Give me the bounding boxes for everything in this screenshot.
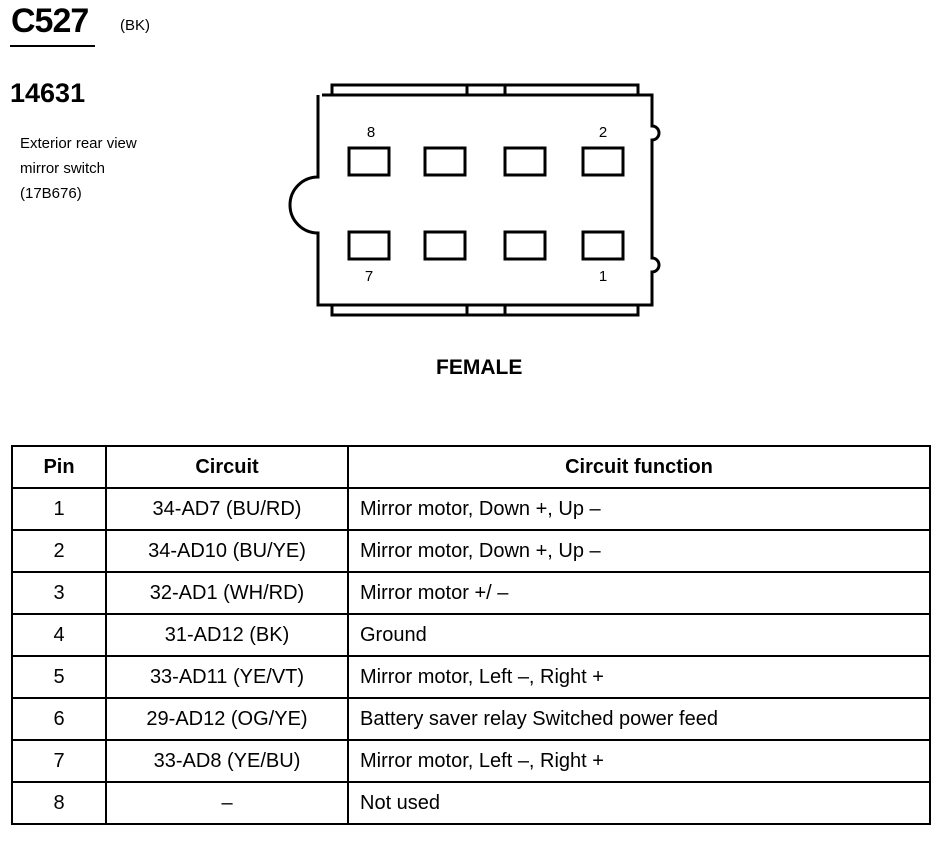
circuit-cell: 31-AD12 (BK)	[105, 613, 349, 657]
circuit-cell: 33-AD8 (YE/BU)	[105, 739, 349, 783]
pin-cell: 5	[11, 655, 107, 699]
table-row: 5 33-AD11 (YE/VT) Mirror motor, Left –, …	[11, 655, 931, 699]
pin-cell: 3	[11, 571, 107, 615]
column-header-circuit-function: Circuit function	[347, 445, 931, 489]
pin-cavity-5	[423, 230, 467, 261]
column-header-circuit: Circuit	[105, 445, 349, 489]
circuit-cell: –	[105, 781, 349, 825]
connector-color-code: (BK)	[120, 17, 150, 34]
pin-cavity-3	[503, 230, 547, 261]
connector-gender: FEMALE	[436, 356, 523, 379]
circuit-function-cell: Mirror motor, Left –, Right +	[347, 739, 931, 783]
part-number: 14631	[10, 78, 86, 108]
pinout-table: Pin Circuit Circuit function 1 34-AD7 (B…	[11, 445, 931, 825]
pin-cell: 4	[11, 613, 107, 657]
pin-cavity-1	[581, 230, 625, 261]
table-row: 8 – Not used	[11, 781, 931, 825]
pin-number-label: 8	[367, 124, 375, 141]
pin-cavity-4	[503, 146, 547, 177]
circuit-cell: 34-AD10 (BU/YE)	[105, 529, 349, 573]
connector-face-diagram: 8 2 7 1	[288, 83, 661, 317]
table-row: 6 29-AD12 (OG/YE) Battery saver relay Sw…	[11, 697, 931, 741]
table-header-row: Pin Circuit Circuit function	[11, 445, 931, 489]
circuit-function-cell: Mirror motor +/ –	[347, 571, 931, 615]
circuit-cell: 32-AD1 (WH/RD)	[105, 571, 349, 615]
pin-cavity-8	[347, 146, 391, 177]
circuit-cell: 34-AD7 (BU/RD)	[105, 487, 349, 531]
pin-number-label: 1	[599, 268, 607, 285]
circuit-cell: 29-AD12 (OG/YE)	[105, 697, 349, 741]
circuit-function-cell: Mirror motor, Down +, Up –	[347, 529, 931, 573]
description-line: Exterior rear view	[20, 135, 137, 152]
table-row: 4 31-AD12 (BK) Ground	[11, 613, 931, 657]
table-row: 1 34-AD7 (BU/RD) Mirror motor, Down +, U…	[11, 487, 931, 531]
circuit-cell: 33-AD11 (YE/VT)	[105, 655, 349, 699]
pin-cell: 6	[11, 697, 107, 741]
connector-id: C527	[11, 2, 89, 40]
description-line: (17B676)	[20, 185, 82, 202]
circuit-function-cell: Mirror motor, Down +, Up –	[347, 487, 931, 531]
table-row: 2 34-AD10 (BU/YE) Mirror motor, Down +, …	[11, 529, 931, 573]
connector-id-underline	[10, 45, 95, 47]
table-row: 3 32-AD1 (WH/RD) Mirror motor +/ –	[11, 571, 931, 615]
pin-cell: 7	[11, 739, 107, 783]
circuit-function-cell: Mirror motor, Left –, Right +	[347, 655, 931, 699]
table-row: 7 33-AD8 (YE/BU) Mirror motor, Left –, R…	[11, 739, 931, 783]
pin-cell: 8	[11, 781, 107, 825]
description-line: mirror switch	[20, 160, 105, 177]
pin-cavity-2	[581, 146, 625, 177]
pin-cell: 2	[11, 529, 107, 573]
pin-cavity-6	[423, 146, 467, 177]
column-header-pin: Pin	[11, 445, 107, 489]
circuit-function-cell: Ground	[347, 613, 931, 657]
pin-number-label: 7	[365, 268, 373, 285]
pin-cell: 1	[11, 487, 107, 531]
pin-cavity-7	[347, 230, 391, 261]
circuit-function-cell: Not used	[347, 781, 931, 825]
connector-body-outline	[288, 93, 661, 307]
circuit-function-cell: Battery saver relay Switched power feed	[347, 697, 931, 741]
pin-number-label: 2	[599, 124, 607, 141]
